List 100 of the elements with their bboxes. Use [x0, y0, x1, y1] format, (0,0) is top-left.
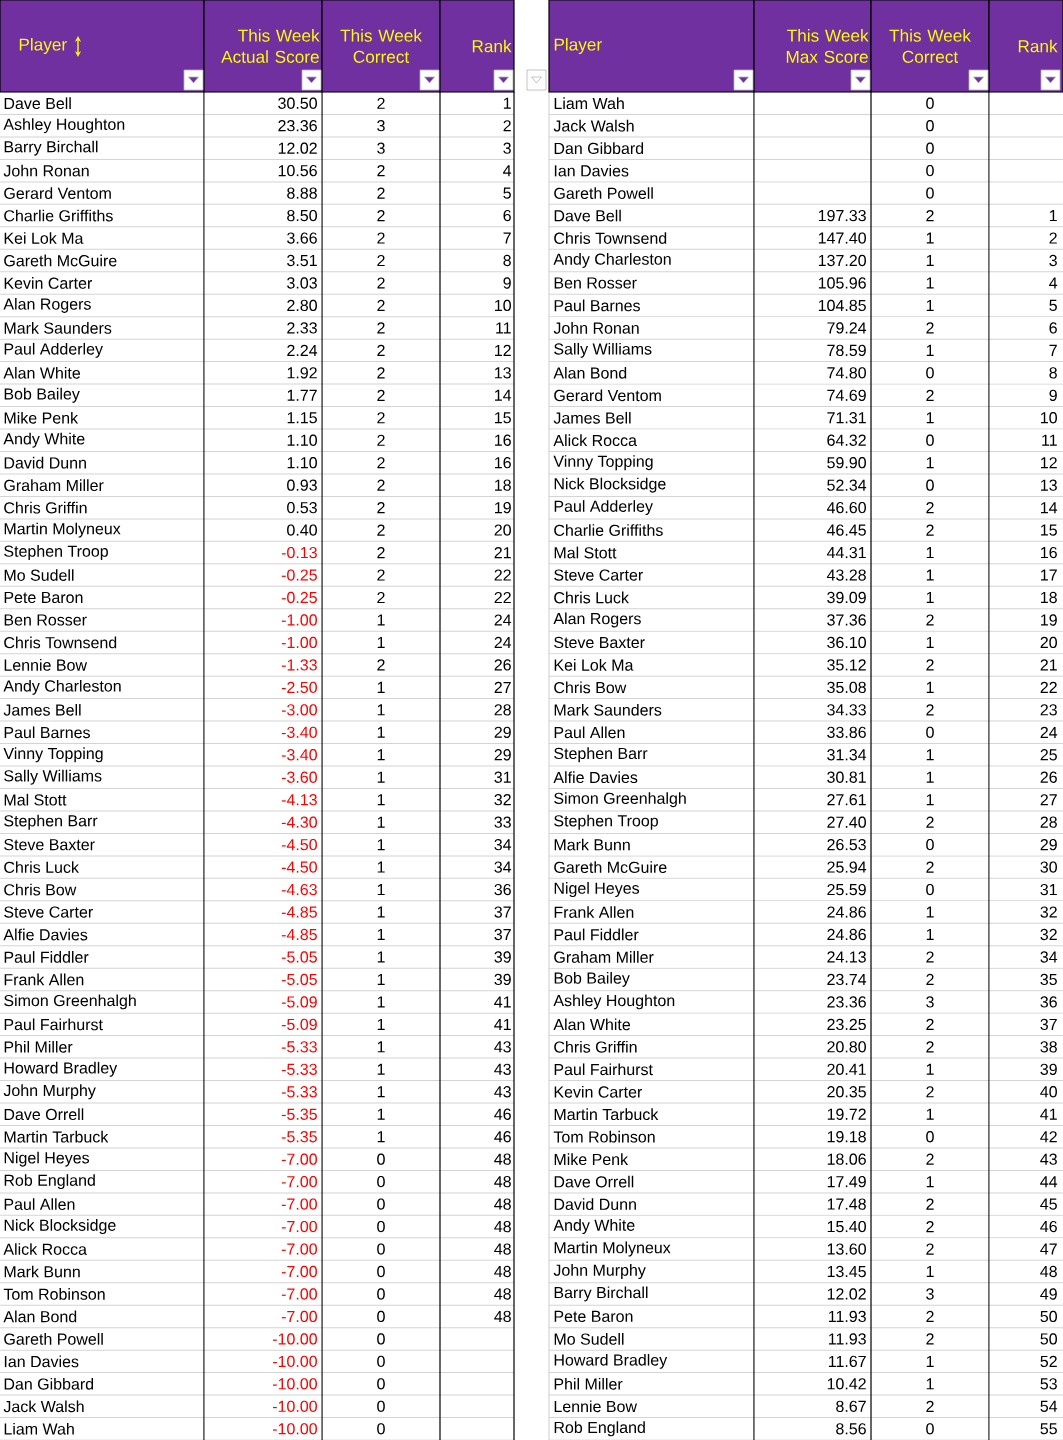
score-value: -5.33: [281, 1063, 317, 1075]
score-value: 23.36: [827, 996, 866, 1008]
player-name: Bob Bailey: [4, 387, 80, 403]
correct-count: 2: [377, 165, 385, 177]
correct-count: 2: [926, 614, 934, 626]
player-name: Paul Adderley: [554, 500, 653, 516]
score-value: 17.49: [827, 1176, 866, 1188]
correct-count: 2: [926, 1153, 934, 1165]
correct-count: 2: [926, 1086, 934, 1098]
player-name: Stephen Troop: [554, 814, 658, 830]
rank-value: 8: [503, 254, 511, 267]
player-name: Gerard Ventom: [4, 187, 111, 199]
player-name: Andy Charleston: [3, 679, 121, 695]
correct-count: 1: [377, 996, 385, 1008]
score-value: -2.50: [281, 681, 317, 694]
player-name: Barry Birchall: [554, 1286, 648, 1302]
column-header: This Week Correct: [321, 0, 441, 93]
player-name: Paul Allen: [554, 726, 625, 739]
player-name: Howard Bradley: [4, 1061, 118, 1077]
player-name: Rob England: [4, 1174, 95, 1190]
player-name: Dan Gibbard: [4, 1377, 94, 1390]
rank-value: 24: [1040, 726, 1058, 738]
rank-value: 52: [1040, 1355, 1057, 1368]
rank-value: 24: [494, 614, 512, 626]
player-name: Phil Miller: [4, 1040, 73, 1053]
correct-count: 3: [926, 1288, 934, 1300]
player-name: Phil Miller: [554, 1377, 623, 1390]
score-value: 27.61: [827, 794, 866, 806]
correct-count: 1: [377, 1108, 385, 1120]
correct-count: 2: [926, 524, 934, 536]
score-value: -0.25: [281, 569, 317, 581]
rank-value: 7: [503, 232, 511, 244]
score-value: 15.40: [827, 1220, 866, 1233]
score-value: 8.67: [836, 1400, 866, 1412]
rank-value: 55: [1040, 1423, 1057, 1435]
score-value: -7.00: [281, 1243, 317, 1255]
score-value: 20.35: [827, 1086, 866, 1098]
rank-value: 32: [494, 794, 511, 806]
correct-count: 2: [926, 704, 934, 716]
correct-count: 0: [926, 120, 934, 132]
rank-value: 20: [1040, 636, 1057, 649]
correct-count: 1: [926, 277, 934, 289]
player-name: Frank Allen: [554, 906, 634, 918]
rank-value: 43: [494, 1063, 511, 1075]
rank-value: 1: [503, 97, 511, 109]
correct-count: 1: [926, 636, 934, 648]
correct-count: 2: [377, 367, 385, 379]
correct-count: 2: [926, 973, 934, 986]
rank-value: 41: [494, 1018, 511, 1030]
rank-value: 8: [1049, 367, 1057, 379]
correct-count: 2: [377, 254, 385, 267]
correct-count: 0: [926, 839, 934, 851]
correct-count: 0: [926, 1131, 934, 1143]
player-name: Steve Carter: [4, 906, 93, 918]
correct-count: 1: [926, 412, 934, 424]
correct-count: 0: [377, 1220, 385, 1233]
correct-count: 1: [377, 726, 385, 738]
player-name: Lennie Bow: [554, 1400, 638, 1413]
correct-count: 2: [926, 659, 934, 671]
score-value: 19.18: [827, 1131, 866, 1143]
player-name: Gareth Powell: [554, 187, 653, 199]
correct-count: 0: [377, 1265, 385, 1278]
correct-count: 2: [377, 344, 385, 356]
correct-count: 1: [377, 1018, 385, 1030]
player-name: Sally Williams: [554, 342, 652, 358]
rank-value: 6: [503, 209, 511, 222]
player-name: Kei Lok Ma: [554, 659, 634, 671]
correct-count: 0: [377, 1176, 385, 1188]
correct-count: 3: [377, 142, 385, 154]
player-name: Mo Sudell: [554, 1333, 624, 1345]
rank-value: 6: [1049, 322, 1057, 334]
rank-value: 22: [494, 591, 511, 604]
correct-count: 3: [377, 120, 385, 132]
rank-value: 26: [494, 659, 511, 671]
player-name: Nick Blocksidge: [4, 1219, 116, 1235]
rank-value: 41: [1040, 1108, 1057, 1120]
player-name: Alfie Davies: [553, 771, 638, 784]
score-value: 1.10: [287, 434, 317, 446]
score-value: -3.00: [281, 704, 317, 716]
player-name: Nick Blocksidge: [554, 477, 666, 493]
correct-count: 2: [377, 659, 385, 671]
rank-value: 39: [494, 951, 511, 963]
score-value: -7.00: [281, 1198, 317, 1210]
correct-count: 0: [377, 1378, 385, 1390]
correct-count: 0: [377, 1423, 385, 1435]
score-value: -4.13: [281, 794, 317, 806]
score-value: -4.85: [281, 906, 317, 918]
correct-count: 1: [377, 1086, 385, 1098]
score-value: -5.05: [281, 951, 317, 963]
score-value: 0.40: [287, 524, 317, 536]
player-name: Mark Bunn: [554, 838, 630, 851]
player-name: Ashley Houghton: [3, 118, 125, 134]
player-name: Chris Griffin: [554, 1040, 637, 1053]
correct-count: 0: [377, 1288, 385, 1300]
player-name: Graham Miller: [554, 951, 654, 963]
correct-count: 2: [377, 389, 385, 401]
score-value: 44.31: [826, 546, 866, 559]
correct-count: 1: [926, 1355, 934, 1367]
score-value: 2.33: [287, 322, 317, 334]
player-name: Nigel Heyes: [554, 882, 640, 898]
